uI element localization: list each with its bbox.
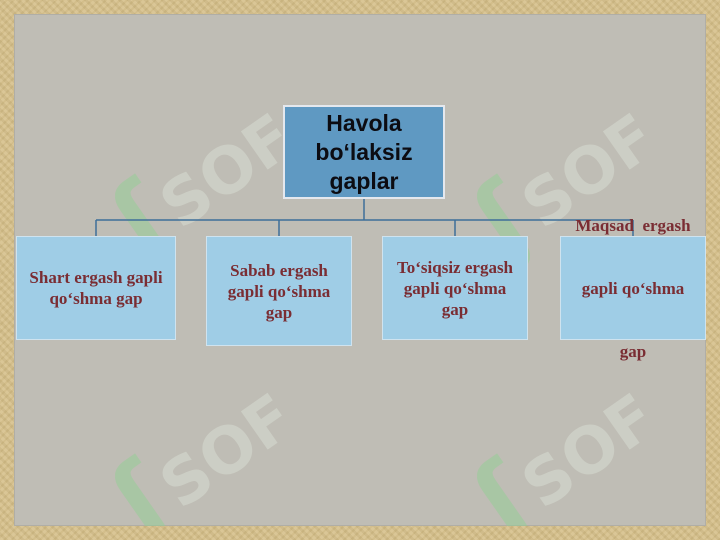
child-label-line: gapli qo‘shma: [227, 281, 331, 301]
slide-panel: ʃSOF ʃSOF ʃSOF ʃSOF Havola bo‘laksiz gap…: [14, 14, 706, 526]
child-label-line: Shart ergash gapli: [29, 268, 163, 287]
child-label-line: Sabab ergash: [230, 260, 328, 280]
child-label-line: qo‘shma gap: [49, 289, 143, 308]
child-node-label: Sabab ergash gapli qo‘shma gap: [228, 260, 331, 323]
child-node-tosiqsiz: To‘siqsiz ergash gapli qo‘shma gap: [382, 236, 528, 340]
child-node-label: To‘siqsiz ergash gapli qo‘shma gap: [397, 257, 513, 320]
child-node-maqsad: Maqsad ergash gapli qo‘shma gap: [560, 216, 706, 361]
child-label-line: gapli qo‘shma: [403, 279, 507, 298]
child-label-line: Maqsad ergash: [575, 215, 691, 235]
root-node-label: Havola bo‘laksiz gaplar: [315, 109, 412, 196]
root-label-line: gaplar: [329, 167, 399, 194]
root-node: Havola bo‘laksiz gaplar: [283, 105, 445, 199]
child-node-label: Shart ergash gapli qo‘shma gap: [29, 267, 162, 309]
child-node-shart: Shart ergash gapli qo‘shma gap: [16, 236, 176, 340]
child-node-label: Maqsad ergash gapli qo‘shma gap: [575, 173, 690, 404]
child-label-line: gapli qo‘shma: [581, 278, 685, 298]
connector-lines: [95, 199, 634, 236]
child-label-line: gap: [619, 341, 647, 361]
child-node-sabab: Sabab ergash gapli qo‘shma gap: [206, 236, 352, 346]
root-label-line: Havola: [326, 109, 402, 136]
child-label-line: To‘siqsiz ergash: [396, 258, 514, 277]
child-label-line: gap: [265, 302, 293, 322]
child-label-line: gap: [441, 300, 469, 319]
root-label-line: bo‘laksiz: [315, 138, 413, 165]
